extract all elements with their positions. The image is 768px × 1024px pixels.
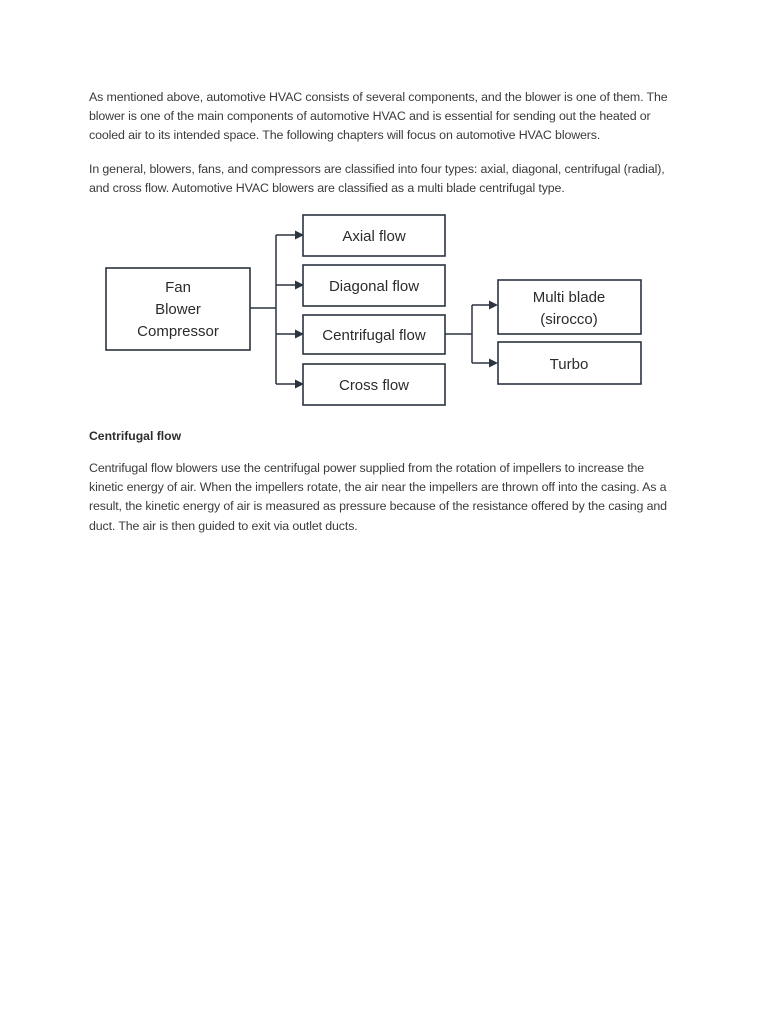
diagram-box-multi-blade-sirocco: Multi blade (sirocco)	[497, 279, 642, 335]
section-heading-centrifugal-flow: Centrifugal flow	[89, 429, 182, 444]
multiblade-box-line-1: Multi blade	[533, 289, 606, 306]
paragraph-centrifugal-description: Centrifugal flow blowers use the centrif…	[89, 461, 667, 533]
multiblade-box-line-2: (sirocco)	[540, 311, 598, 328]
arrowhead-cross-icon	[295, 379, 304, 389]
diagram-box-fan-blower-compressor: Fan Blower Compressor	[105, 267, 251, 351]
arrowhead-diagonal-icon	[295, 280, 304, 290]
connector-centrifugal-to-subbranches	[444, 300, 498, 368]
axial-box-rect	[302, 214, 446, 257]
paragraph-intro: As mentioned above, automotive HVAC cons…	[89, 90, 668, 143]
axial-box-label: Axial flow	[342, 228, 406, 245]
root-box-line-1: Fan	[165, 279, 191, 296]
diagram-box-centrifugal-flow: Centrifugal flow	[302, 314, 446, 355]
diagonal-box-rect	[302, 264, 446, 307]
diagonal-box-label: Diagonal flow	[329, 278, 419, 295]
diagram-box-axial-flow: Axial flow	[302, 214, 446, 257]
arrowhead-centrifugal-icon	[295, 329, 304, 339]
centrifugal-box-label: Centrifugal flow	[322, 327, 426, 344]
arrowhead-multiblade-icon	[489, 300, 498, 310]
turbo-box-rect	[497, 341, 642, 385]
multiblade-box-rect	[497, 279, 642, 335]
paragraph-classification: In general, blowers, fans, and compresso…	[89, 161, 665, 195]
blower-classification-diagram: Fan Blower Compressor Axial flow Diagona…	[89, 212, 673, 415]
diagram-box-turbo: Turbo	[497, 341, 642, 385]
cross-box-rect	[302, 363, 446, 406]
root-box-rect	[105, 267, 251, 351]
root-box-line-3: Compressor	[137, 323, 219, 340]
connector-root-to-branches	[250, 230, 304, 389]
cross-box-label: Cross flow	[339, 377, 409, 394]
arrowhead-turbo-icon	[489, 358, 498, 368]
arrowhead-axial-icon	[295, 230, 304, 240]
document-content: As mentioned above, automotive HVAC cons…	[89, 88, 673, 550]
root-box-line-2: Blower	[155, 301, 201, 318]
centrifugal-box-rect	[302, 314, 446, 355]
turbo-box-label: Turbo	[550, 356, 589, 373]
diagram-box-cross-flow: Cross flow	[302, 363, 446, 406]
diagram-box-diagonal-flow: Diagonal flow	[302, 264, 446, 307]
